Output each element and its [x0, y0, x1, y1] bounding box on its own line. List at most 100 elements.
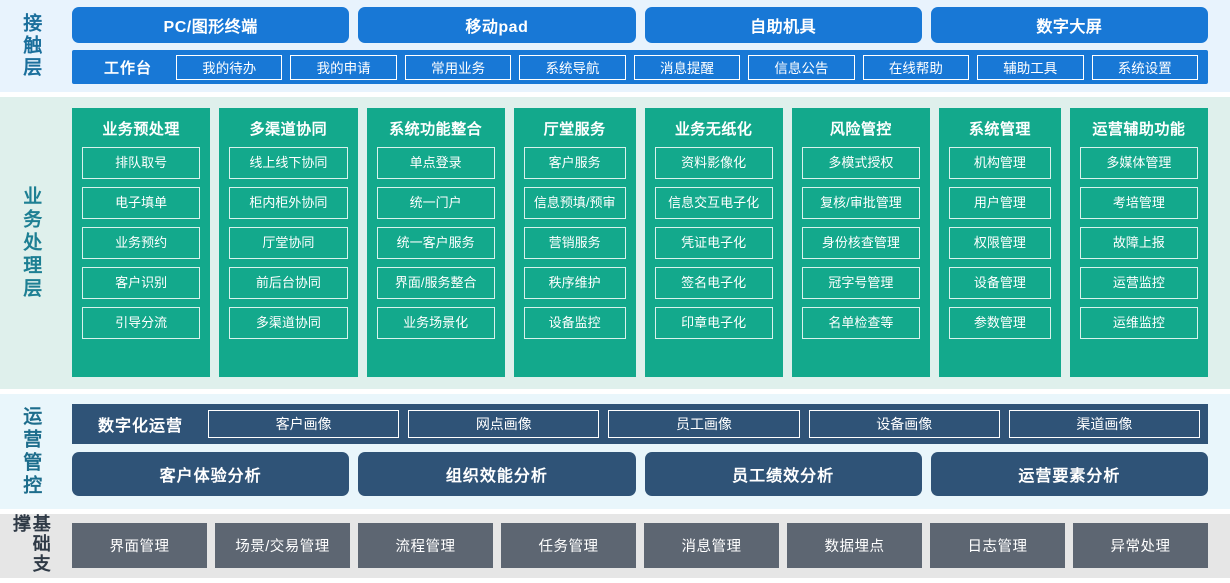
business-column-title: 业务无纸化 [674, 120, 753, 138]
business-item[interactable]: 多渠道协同 [229, 307, 348, 339]
business-item[interactable]: 权限管理 [949, 227, 1051, 259]
workbench-item-info-bulletin[interactable]: 信息公告 [748, 54, 855, 80]
contact-layer-label-text: 接触层 [20, 13, 42, 79]
business-item[interactable]: 资料影像化 [654, 147, 773, 179]
workbench-item-system-nav[interactable]: 系统导航 [519, 54, 626, 80]
workbench-item-system-settings[interactable]: 系统设置 [1091, 54, 1198, 80]
business-item[interactable]: 柜内柜外协同 [229, 187, 348, 219]
operations-layer-body: 数字化运营 客户画像 网点画像 员工画像 设备画像 渠道画像 客户体验分析 组织… [60, 394, 1230, 509]
channel-row: PC/图形终端 移动pad 自助机具 数字大屏 [72, 7, 1208, 43]
analysis-employee-performance[interactable]: 员工绩效分析 [644, 452, 922, 496]
business-item[interactable]: 参数管理 [949, 307, 1051, 339]
workbench-item-message-alert[interactable]: 消息提醒 [633, 54, 741, 80]
foundation-layer-body: 界面管理 场景/交易管理 流程管理 任务管理 消息管理 数据埋点 日志管理 异常… [60, 514, 1230, 578]
digital-operations-title: 数字化运营 [98, 418, 184, 435]
workbench-item-common-business[interactable]: 常用业务 [404, 54, 512, 80]
workbench-item-my-todo[interactable]: 我的待办 [176, 54, 283, 80]
portrait-branch[interactable]: 网点画像 [408, 410, 600, 438]
business-column-system-integration: 系统功能整合 单点登录 统一门户 统一客户服务 界面/服务整合 业务场景化 [366, 108, 505, 377]
layer-divider-1 [0, 92, 1230, 97]
business-item[interactable]: 线上线下协同 [229, 147, 348, 179]
foundation-item-process-management[interactable]: 流程管理 [358, 523, 493, 568]
business-item[interactable]: 电子填单 [82, 187, 201, 219]
business-item[interactable]: 设备监控 [523, 307, 626, 339]
business-item[interactable]: 厅堂协同 [229, 227, 348, 259]
business-column-preprocess: 业务预处理 排队取号 电子填单 业务预约 客户识别 引导分流 [72, 108, 211, 377]
business-item[interactable]: 冠字号管理 [801, 267, 921, 299]
business-column-title: 风险管控 [829, 120, 892, 138]
business-item[interactable]: 运营监控 [1079, 267, 1198, 299]
workbench-item-my-application[interactable]: 我的申请 [290, 54, 397, 80]
business-item[interactable]: 多模式授权 [801, 147, 921, 179]
portrait-customer[interactable]: 客户画像 [208, 410, 400, 438]
business-item[interactable]: 营销服务 [523, 227, 626, 259]
business-column-title: 系统管理 [968, 120, 1031, 138]
workbench-item-aux-tools[interactable]: 辅助工具 [977, 54, 1084, 80]
business-item[interactable]: 考培管理 [1079, 187, 1198, 219]
business-item[interactable]: 秩序维护 [523, 267, 626, 299]
business-item[interactable]: 故障上报 [1079, 227, 1198, 259]
business-item[interactable]: 业务预约 [82, 227, 201, 259]
workbench-title: 工作台 [104, 59, 153, 77]
foundation-item-ui-management[interactable]: 界面管理 [72, 523, 207, 568]
business-item[interactable]: 统一客户服务 [376, 227, 495, 259]
business-item[interactable]: 排队取号 [82, 147, 201, 179]
portrait-employee[interactable]: 员工画像 [608, 410, 800, 438]
business-column-paperless: 业务无纸化 资料影像化 信息交互电子化 凭证电子化 签名电子化 印章电子化 [644, 108, 783, 377]
business-item[interactable]: 运维监控 [1079, 307, 1198, 339]
business-item[interactable]: 统一门户 [376, 187, 495, 219]
business-item[interactable]: 业务场景化 [376, 307, 495, 339]
business-item[interactable]: 设备管理 [949, 267, 1051, 299]
business-item[interactable]: 前后台协同 [229, 267, 348, 299]
business-column-system-management: 系统管理 机构管理 用户管理 权限管理 设备管理 参数管理 [939, 108, 1061, 377]
foundation-layer: 基础支撑 界面管理 场景/交易管理 流程管理 任务管理 消息管理 数据埋点 日志… [0, 514, 1230, 578]
contact-layer: 接触层 PC/图形终端 移动pad 自助机具 数字大屏 工作台 我的待办 我的申… [0, 0, 1230, 92]
business-column-title: 运营辅助功能 [1092, 120, 1186, 138]
business-item[interactable]: 信息预填/预审 [523, 187, 626, 219]
business-item[interactable]: 单点登录 [376, 147, 495, 179]
business-item[interactable]: 用户管理 [949, 187, 1051, 219]
foundation-item-log-management[interactable]: 日志管理 [930, 523, 1065, 568]
business-column-operation-aux: 运营辅助功能 多媒体管理 考培管理 故障上报 运营监控 运维监控 [1069, 108, 1208, 377]
layer-divider-3 [0, 509, 1230, 514]
business-item[interactable]: 界面/服务整合 [376, 267, 495, 299]
analysis-operation-elements[interactable]: 运营要素分析 [930, 452, 1208, 496]
foundation-item-message-management[interactable]: 消息管理 [644, 523, 779, 568]
channel-mobile-pad[interactable]: 移动pad [358, 7, 636, 43]
analysis-org-efficiency[interactable]: 组织效能分析 [358, 452, 636, 496]
business-column-title: 厅堂服务 [543, 120, 606, 138]
foundation-layer-label-text: 基础支撑 [11, 514, 51, 574]
workbench-item-online-help[interactable]: 在线帮助 [862, 54, 970, 80]
business-column-title: 系统功能整合 [389, 120, 483, 138]
foundation-item-exception-handling[interactable]: 异常处理 [1073, 523, 1208, 568]
operations-layer: 运营管控 数字化运营 客户画像 网点画像 员工画像 设备画像 渠道画像 客户体验… [0, 394, 1230, 509]
business-layer-label-text: 业务处理层 [20, 185, 42, 301]
business-item[interactable]: 多媒体管理 [1079, 147, 1198, 179]
business-item[interactable]: 信息交互电子化 [654, 187, 773, 219]
analysis-row: 客户体验分析 组织效能分析 员工绩效分析 运营要素分析 [72, 452, 1208, 496]
business-item[interactable]: 名单检查等 [801, 307, 921, 339]
layer-divider-2 [0, 389, 1230, 394]
channel-digital-screen[interactable]: 数字大屏 [930, 7, 1208, 43]
channel-self-service[interactable]: 自助机具 [644, 7, 922, 43]
business-column-lobby-service: 厅堂服务 客户服务 信息预填/预审 营销服务 秩序维护 设备监控 [513, 108, 636, 377]
portrait-channel[interactable]: 渠道画像 [1008, 410, 1201, 438]
business-item[interactable]: 引导分流 [82, 307, 201, 339]
business-item[interactable]: 复核/审批管理 [801, 187, 921, 219]
business-item[interactable]: 签名电子化 [654, 267, 773, 299]
business-item[interactable]: 客户服务 [523, 147, 626, 179]
channel-pc[interactable]: PC/图形终端 [72, 7, 350, 43]
portrait-device[interactable]: 设备画像 [808, 410, 1000, 438]
business-item[interactable]: 印章电子化 [654, 307, 773, 339]
foundation-layer-label: 基础支撑 [0, 514, 60, 578]
analysis-customer-experience[interactable]: 客户体验分析 [72, 452, 350, 496]
business-item[interactable]: 身份核查管理 [801, 227, 921, 259]
business-item[interactable]: 客户识别 [82, 267, 201, 299]
foundation-item-task-management[interactable]: 任务管理 [501, 523, 636, 568]
business-item[interactable]: 机构管理 [949, 147, 1051, 179]
business-item[interactable]: 凭证电子化 [654, 227, 773, 259]
foundation-item-scenario-transaction[interactable]: 场景/交易管理 [215, 523, 350, 568]
foundation-item-data-tracking[interactable]: 数据埋点 [787, 523, 922, 568]
business-layer-body: 业务预处理 排队取号 电子填单 业务预约 客户识别 引导分流 多渠道协同 线上线… [60, 97, 1230, 389]
contact-layer-body: PC/图形终端 移动pad 自助机具 数字大屏 工作台 我的待办 我的申请 常用… [60, 0, 1230, 92]
